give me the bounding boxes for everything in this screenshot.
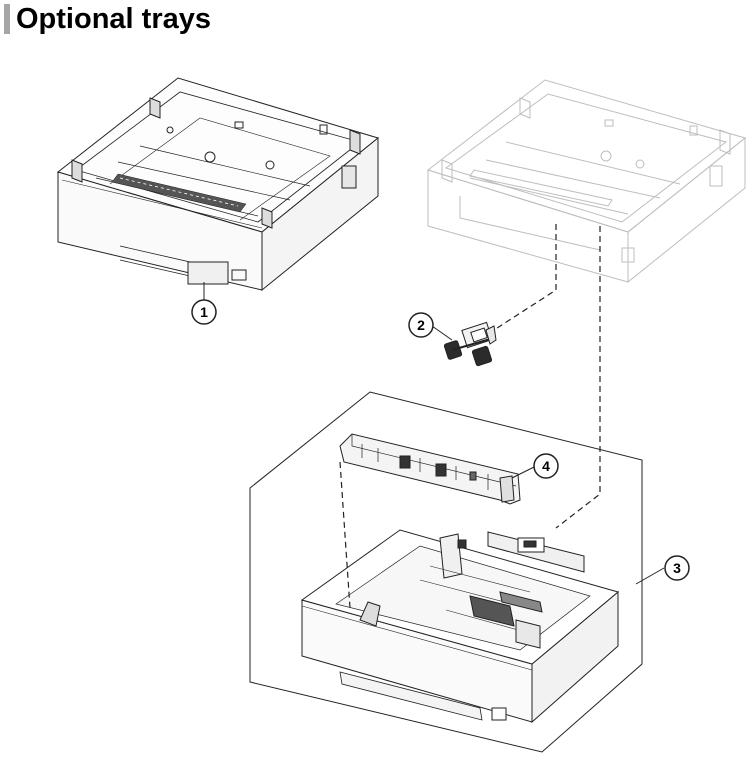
- callout-1-label: 1: [200, 304, 208, 320]
- callout-2: 2: [408, 312, 434, 338]
- callout-3-label: 3: [673, 560, 681, 576]
- callout-4-label: 4: [542, 458, 550, 474]
- leader-lines: [203, 282, 665, 585]
- ghost-tray-outline: [426, 79, 747, 284]
- tray-assembly-icon: [56, 77, 380, 292]
- callout-4: 4: [533, 453, 559, 479]
- title-accent-bar: [4, 4, 10, 34]
- part-3-enclosure: [249, 391, 643, 753]
- callout-1: 1: [191, 299, 217, 325]
- connection-lines: [339, 224, 601, 609]
- callout-2-label: 2: [417, 317, 425, 333]
- page-title: Optional trays: [4, 2, 211, 36]
- callout-3: 3: [664, 555, 690, 581]
- page-title-text: Optional trays: [16, 3, 211, 35]
- guide-assembly-icon: [339, 433, 521, 505]
- paper-tray-icon: [300, 529, 620, 724]
- pick-roller-icon: [443, 321, 497, 367]
